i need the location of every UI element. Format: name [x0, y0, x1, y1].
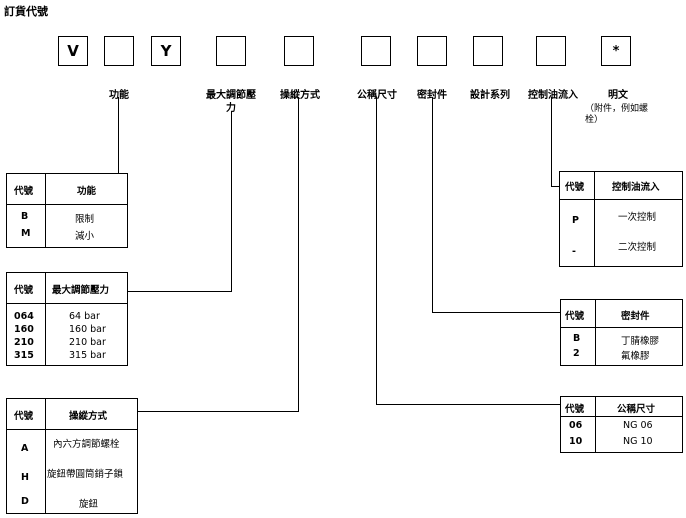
label-seal: 密封件: [417, 90, 447, 101]
table-cell-code: 210: [14, 337, 34, 348]
code-box-10: *: [601, 36, 631, 66]
code-box-2: [104, 36, 134, 66]
connector-function: [118, 97, 119, 173]
code-box-6: [361, 36, 391, 66]
label-nominal-size: 公稱尺寸: [357, 90, 397, 101]
connector-pilot: [551, 97, 552, 187]
table-cell-desc: 內六方調節螺栓: [53, 439, 120, 450]
table-pilot-inlet: 代號 控制油流入 P 一次控制 - 二次控制: [559, 171, 683, 267]
code-box-3: Y: [151, 36, 181, 66]
table-cell-desc: NG 06: [623, 420, 653, 431]
table-cell-code: P: [572, 215, 579, 226]
table-header-code: 代號: [14, 411, 34, 422]
code-box-1: V: [58, 36, 88, 66]
table-cell-desc: 一次控制: [618, 212, 657, 223]
label-text-note: （附件，例如螺栓）: [585, 104, 649, 125]
table-seal: 代號 密封件 B 丁腈橡膠 2 氟橡膠: [560, 299, 683, 366]
table-header-desc: 最大調節壓力: [52, 285, 110, 296]
connector-size: [376, 97, 377, 405]
table-header-desc: 密封件: [621, 311, 650, 322]
table-function: 代號 功能 B 限制 M 減小: [6, 173, 128, 248]
code-box-7: [417, 36, 447, 66]
code-box-5: [284, 36, 314, 66]
connector-seal-h: [432, 312, 560, 313]
connector-pressure-h: [128, 291, 232, 292]
code-box-4: [216, 36, 246, 66]
label-max-pressure: 最大調節壓: [206, 90, 256, 101]
connector-operation: [298, 97, 299, 412]
table-cell-code: M: [21, 228, 31, 239]
label-max-pressure-cont: 力: [226, 103, 236, 114]
connector-seal: [432, 97, 433, 313]
table-cell-desc: 二次控制: [618, 242, 657, 253]
table-operation: 代號 操縱方式 A 內六方調節螺栓 H 旋鈕帶圓筒銷子鎖 D 旋鈕: [6, 398, 138, 514]
connector-size-h: [376, 404, 560, 405]
label-operation: 操縱方式: [280, 90, 320, 101]
table-pressure: 代號 最大調節壓力 064 64 bar 160 160 bar 210 210…: [6, 272, 128, 366]
table-cell-code: D: [21, 496, 29, 507]
table-cell-desc: NG 10: [623, 436, 653, 447]
table-cell-desc: 旋鈕帶圓筒銷子鎖: [47, 469, 124, 480]
connector-pilot-h: [551, 186, 559, 187]
table-cell-desc: 210 bar: [69, 337, 106, 348]
label-design-series: 設計系列: [470, 90, 510, 101]
table-header-desc: 控制油流入: [612, 182, 660, 193]
table-header-code: 代號: [14, 285, 34, 296]
table-header-code: 代號: [565, 182, 585, 193]
table-header-desc: 操縱方式: [69, 411, 108, 422]
table-header-code: 代號: [565, 404, 585, 415]
label-text: 明文: [608, 90, 628, 101]
connector-pressure: [231, 111, 232, 292]
table-cell-desc: 64 bar: [69, 311, 100, 322]
table-cell-desc: 160 bar: [69, 324, 106, 335]
table-cell-code: 06: [569, 420, 583, 431]
table-header-code: 代號: [14, 186, 34, 197]
code-box-8: [473, 36, 503, 66]
code-box-9: [536, 36, 566, 66]
label-pilot-inlet: 控制油流入: [528, 90, 578, 101]
table-cell-code: H: [21, 472, 29, 483]
table-cell-code: 315: [14, 350, 34, 361]
table-header-desc: 功能: [77, 186, 97, 197]
table-cell-code: B: [21, 211, 29, 222]
table-cell-desc: 旋鈕: [79, 499, 99, 510]
table-cell-code: 064: [14, 311, 34, 322]
table-cell-code: 10: [569, 436, 583, 447]
table-cell-code: -: [572, 246, 576, 257]
table-cell-desc: 315 bar: [69, 350, 106, 361]
connector-operation-h: [138, 411, 299, 412]
table-header-desc: 公稱尺寸: [617, 404, 656, 415]
table-cell-desc: 丁腈橡膠: [621, 336, 660, 347]
table-cell-code: A: [21, 443, 29, 454]
table-cell-desc: 減小: [75, 231, 95, 242]
table-cell-desc: 限制: [75, 214, 95, 225]
table-nominal-size: 代號 公稱尺寸 06 NG 06 10 NG 10: [560, 396, 683, 453]
table-header-code: 代號: [565, 311, 585, 322]
page-title: 訂貨代號: [4, 5, 48, 18]
table-cell-code: 2: [573, 348, 580, 359]
table-cell-desc: 氟橡膠: [621, 351, 650, 362]
label-function: 功能: [109, 90, 129, 101]
table-cell-code: B: [573, 333, 581, 344]
table-cell-code: 160: [14, 324, 34, 335]
